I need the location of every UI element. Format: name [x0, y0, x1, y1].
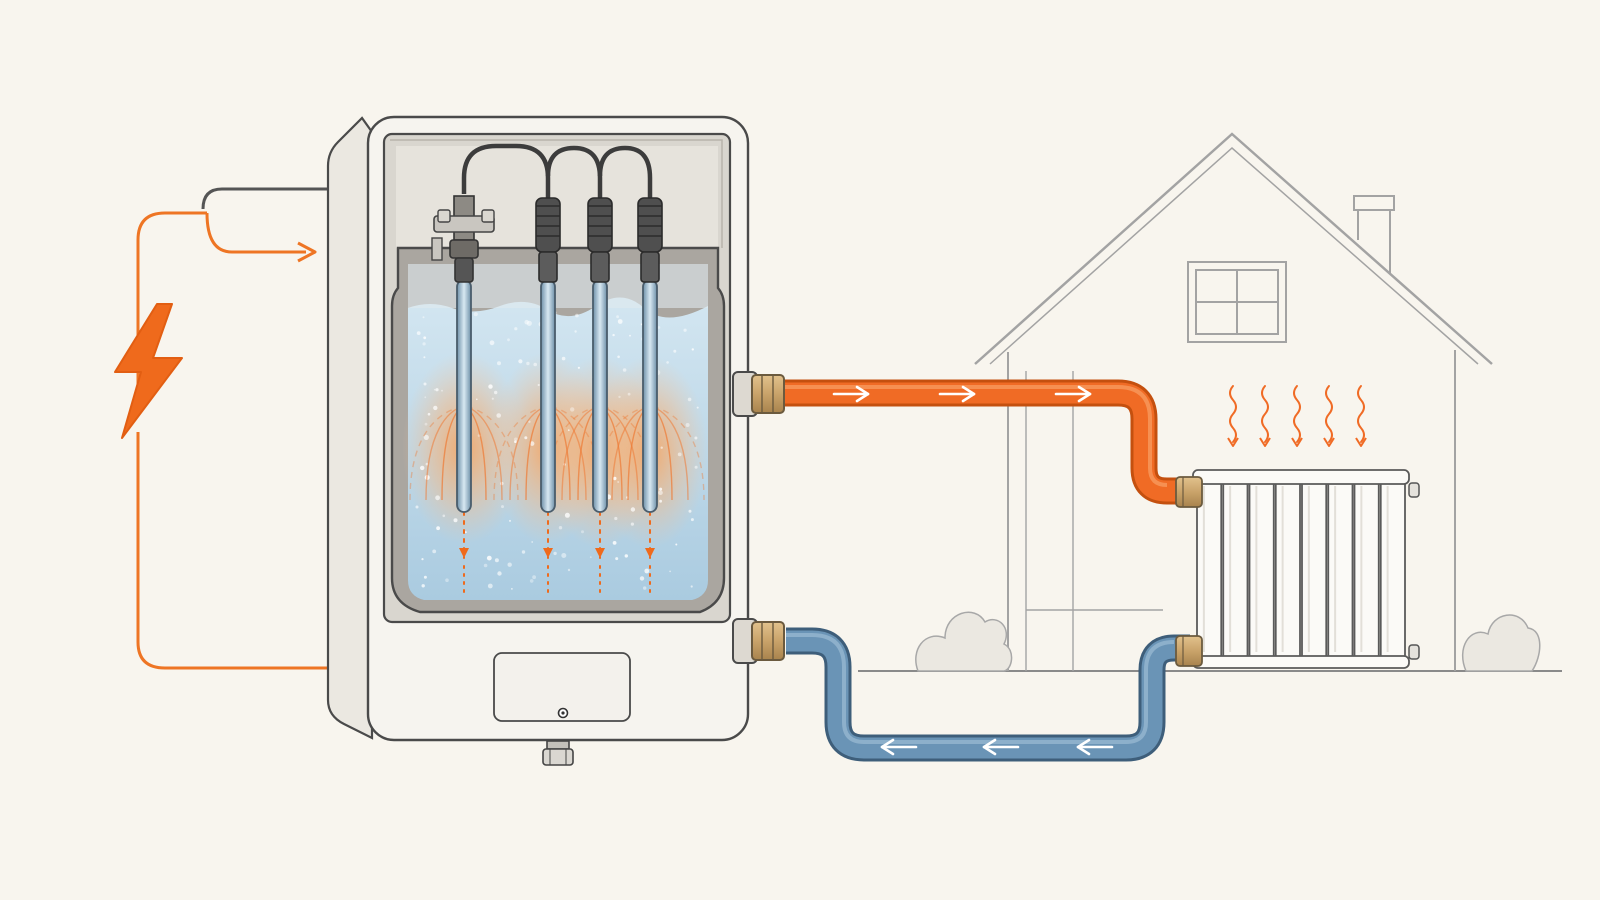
heat-emission — [1227, 385, 1367, 447]
radiator-valve-top — [1175, 476, 1203, 508]
arrow-left-icon — [1076, 738, 1114, 756]
upper-window — [1187, 261, 1287, 343]
power-line-bottom — [136, 432, 330, 670]
radiator-fins — [1196, 473, 1406, 665]
bush-right — [1461, 614, 1541, 672]
electrode — [587, 197, 613, 513]
return-pipe — [786, 627, 1190, 762]
power-arrow — [205, 212, 306, 254]
bush-left — [915, 611, 1013, 672]
lightning-bolt-icon — [114, 303, 183, 439]
return-inlet-fitting — [732, 618, 785, 664]
arrow-right-icon — [1054, 385, 1092, 403]
radiator-fin — [1353, 473, 1380, 665]
power-arrow-head — [297, 241, 317, 263]
radiator-fin — [1379, 473, 1406, 665]
arrow-right-icon — [938, 385, 976, 403]
arrow-left-icon — [880, 738, 918, 756]
arrow-left-icon — [982, 738, 1020, 756]
arrow-right-icon — [832, 385, 870, 403]
electric-boiler — [326, 115, 785, 766]
wavy-arrow-down-icon — [1259, 385, 1271, 447]
control-panel — [493, 652, 631, 722]
electrode — [637, 197, 663, 513]
house-roof — [974, 132, 1493, 365]
radiator-valve-bottom — [1175, 635, 1203, 667]
wavy-arrow-down-icon — [1323, 385, 1335, 447]
hot-flow-arrows — [832, 385, 1092, 403]
electrode — [535, 197, 561, 513]
radiator-fin — [1222, 473, 1249, 665]
water-tank — [390, 246, 726, 614]
electrode — [449, 195, 479, 513]
wavy-arrow-down-icon — [1355, 385, 1367, 447]
power-line-top — [136, 211, 207, 400]
radiator — [1175, 385, 1420, 669]
wavy-arrow-down-icon — [1291, 385, 1303, 447]
radiator-fin — [1248, 473, 1275, 665]
arrow-down-icon — [595, 548, 605, 558]
drain-valve — [542, 740, 574, 766]
radiator-fin — [1327, 473, 1354, 665]
wavy-arrow-down-icon — [1227, 385, 1239, 447]
radiator-fin — [1301, 473, 1328, 665]
chimney — [1353, 195, 1395, 274]
electrode-cables — [461, 143, 653, 198]
flow-pipe — [784, 379, 1190, 505]
arrow-down-icon — [543, 548, 553, 558]
flow-outlet-fitting — [732, 371, 785, 417]
immersion-electrodes — [449, 143, 663, 513]
boiler-side-panel — [326, 116, 374, 740]
house — [858, 132, 1562, 672]
arrow-down-icon — [645, 548, 655, 558]
boiler-top-cavity — [390, 139, 723, 248]
door-frame — [1025, 371, 1163, 671]
radiator-fin — [1274, 473, 1301, 665]
arrow-down-icon — [459, 548, 469, 558]
thermostat-bracket — [431, 209, 495, 261]
cold-flow-arrows — [880, 738, 1114, 756]
